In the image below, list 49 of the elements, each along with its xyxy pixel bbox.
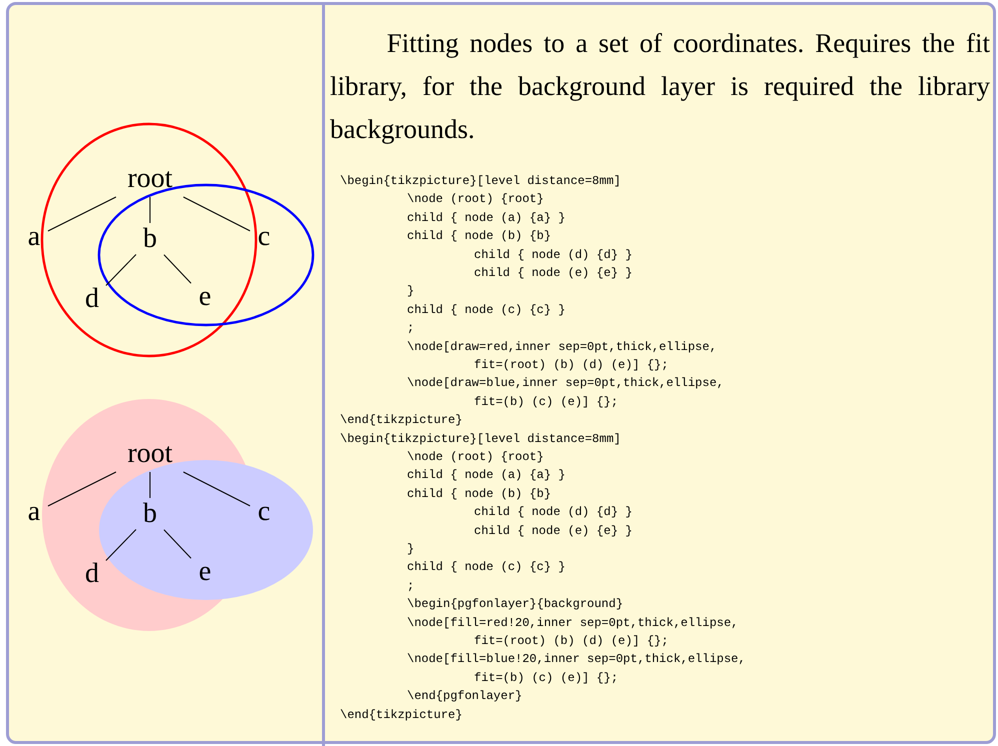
code-line: } <box>407 284 414 298</box>
code-line: fit=(b) (c) (e)] {}; <box>474 670 618 685</box>
code-line: ; <box>407 321 414 336</box>
code-line: child { node (e) {e} } <box>474 524 632 538</box>
code-line: child { node (a) {a} } <box>407 210 566 225</box>
code-line: \node (root) {root} <box>407 450 544 464</box>
tree-node-label: d <box>81 284 103 314</box>
tree-node-label: c <box>253 497 275 527</box>
code-line: child { node (a) {a} } <box>407 468 566 482</box>
tree-node-label: root <box>116 439 184 469</box>
code-line: } <box>407 542 414 556</box>
tree-node-label: b <box>139 499 161 529</box>
code-line: \end{pgfonlayer} <box>407 689 522 704</box>
code-line: \end{tikzpicture} <box>340 708 462 722</box>
description-text: Fitting nodes to a set of coordinates. Requires the fit library, for the background layer is required the library backgrounds. <box>330 27 990 146</box>
code-line: \begin{tikzpicture}[level distance=8mm] <box>340 432 621 446</box>
tree-node-label: root <box>116 164 184 194</box>
tree-edge <box>164 254 192 284</box>
code-line: \node[fill=red!20,inner sep=0pt,thick,ellipse, <box>407 616 738 630</box>
tree-edge <box>182 196 250 232</box>
tree-edge <box>48 472 116 506</box>
code-line: \begin{pgfonlayer}{background} <box>407 597 624 612</box>
code-line: fit=(b) (c) (e)] {}; <box>474 394 618 409</box>
code-line: \begin{tikzpicture}[level distance=8mm] <box>340 174 621 188</box>
tree-node-label: e <box>194 282 216 312</box>
code-line: ; <box>407 578 414 593</box>
code-line: child { node (b) {b} <box>407 229 552 244</box>
tree-node-label: a <box>23 222 45 252</box>
code-line: fit=(root) (b) (d) (e)] {}; <box>474 634 668 648</box>
code-line: child { node (b) {b} <box>407 486 552 501</box>
tree-node-label: a <box>23 497 45 527</box>
code-line: \node[fill=blue!20,inner sep=0pt,thick,ellipse, <box>407 652 746 666</box>
code-line: child { node (c) {c} } <box>407 560 566 574</box>
tree-node-label: b <box>139 224 161 254</box>
code-line: \node[draw=red,inner sep=0pt,thick,ellipse, <box>407 340 717 354</box>
tree-node-label: e <box>194 557 216 587</box>
code-line: child { node (e) {e} } <box>474 266 632 280</box>
tree-edge <box>182 472 250 506</box>
code-line: \node (root) {root} <box>407 192 544 206</box>
code-line: child { node (d) {d} } <box>474 248 632 262</box>
code-line: \end{tikzpicture} <box>340 413 462 428</box>
tree-node-label: c <box>253 222 275 252</box>
code-line: \node[draw=blue,inner sep=0pt,thick,ellipse, <box>407 376 724 390</box>
tree-edge <box>48 196 116 232</box>
code-line: child { node (c) {c} } <box>407 302 566 317</box>
code-line: child { node (d) {d} } <box>474 505 632 520</box>
tree-node-label: d <box>81 559 103 589</box>
tree-edge <box>164 529 192 559</box>
code-line: fit=(root) (b) (d) (e)] {}; <box>474 358 668 372</box>
